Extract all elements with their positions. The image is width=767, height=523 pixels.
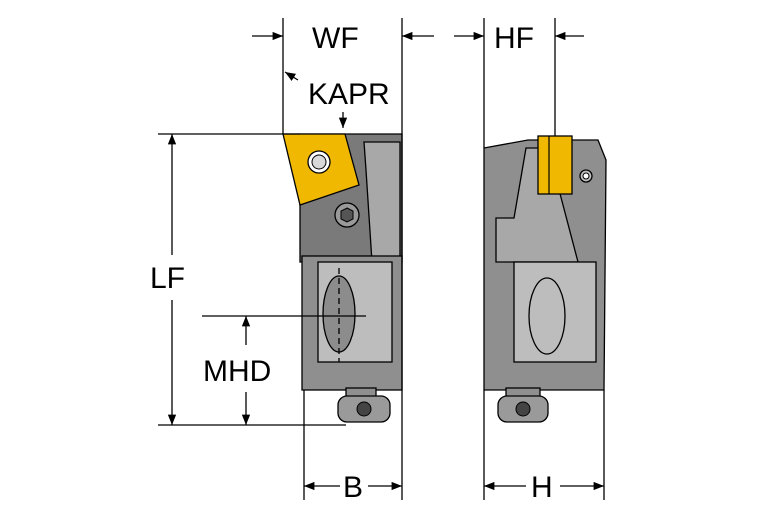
label-h: H xyxy=(531,471,553,504)
label-b: B xyxy=(343,471,363,504)
dimension-lines xyxy=(158,18,605,500)
kapr-arrow-left xyxy=(284,71,299,81)
label-hf: HF xyxy=(494,22,534,55)
dimension-labels: WF HF KAPR LF MHD B H xyxy=(150,22,553,504)
side-insert xyxy=(537,135,573,195)
hex-socket-icon xyxy=(340,207,354,223)
label-lf: LF xyxy=(150,262,185,295)
label-kapr: KAPR xyxy=(308,78,390,111)
side-view xyxy=(483,135,607,423)
insert-hole-inner xyxy=(311,154,327,170)
side-oval-slot xyxy=(528,277,566,355)
front-view xyxy=(282,133,403,423)
label-mhd: MHD xyxy=(203,355,271,388)
label-wf: WF xyxy=(312,22,359,55)
front-knob-hole xyxy=(356,401,372,417)
side-screw-inner xyxy=(582,172,590,180)
side-knob-hole xyxy=(515,401,531,417)
